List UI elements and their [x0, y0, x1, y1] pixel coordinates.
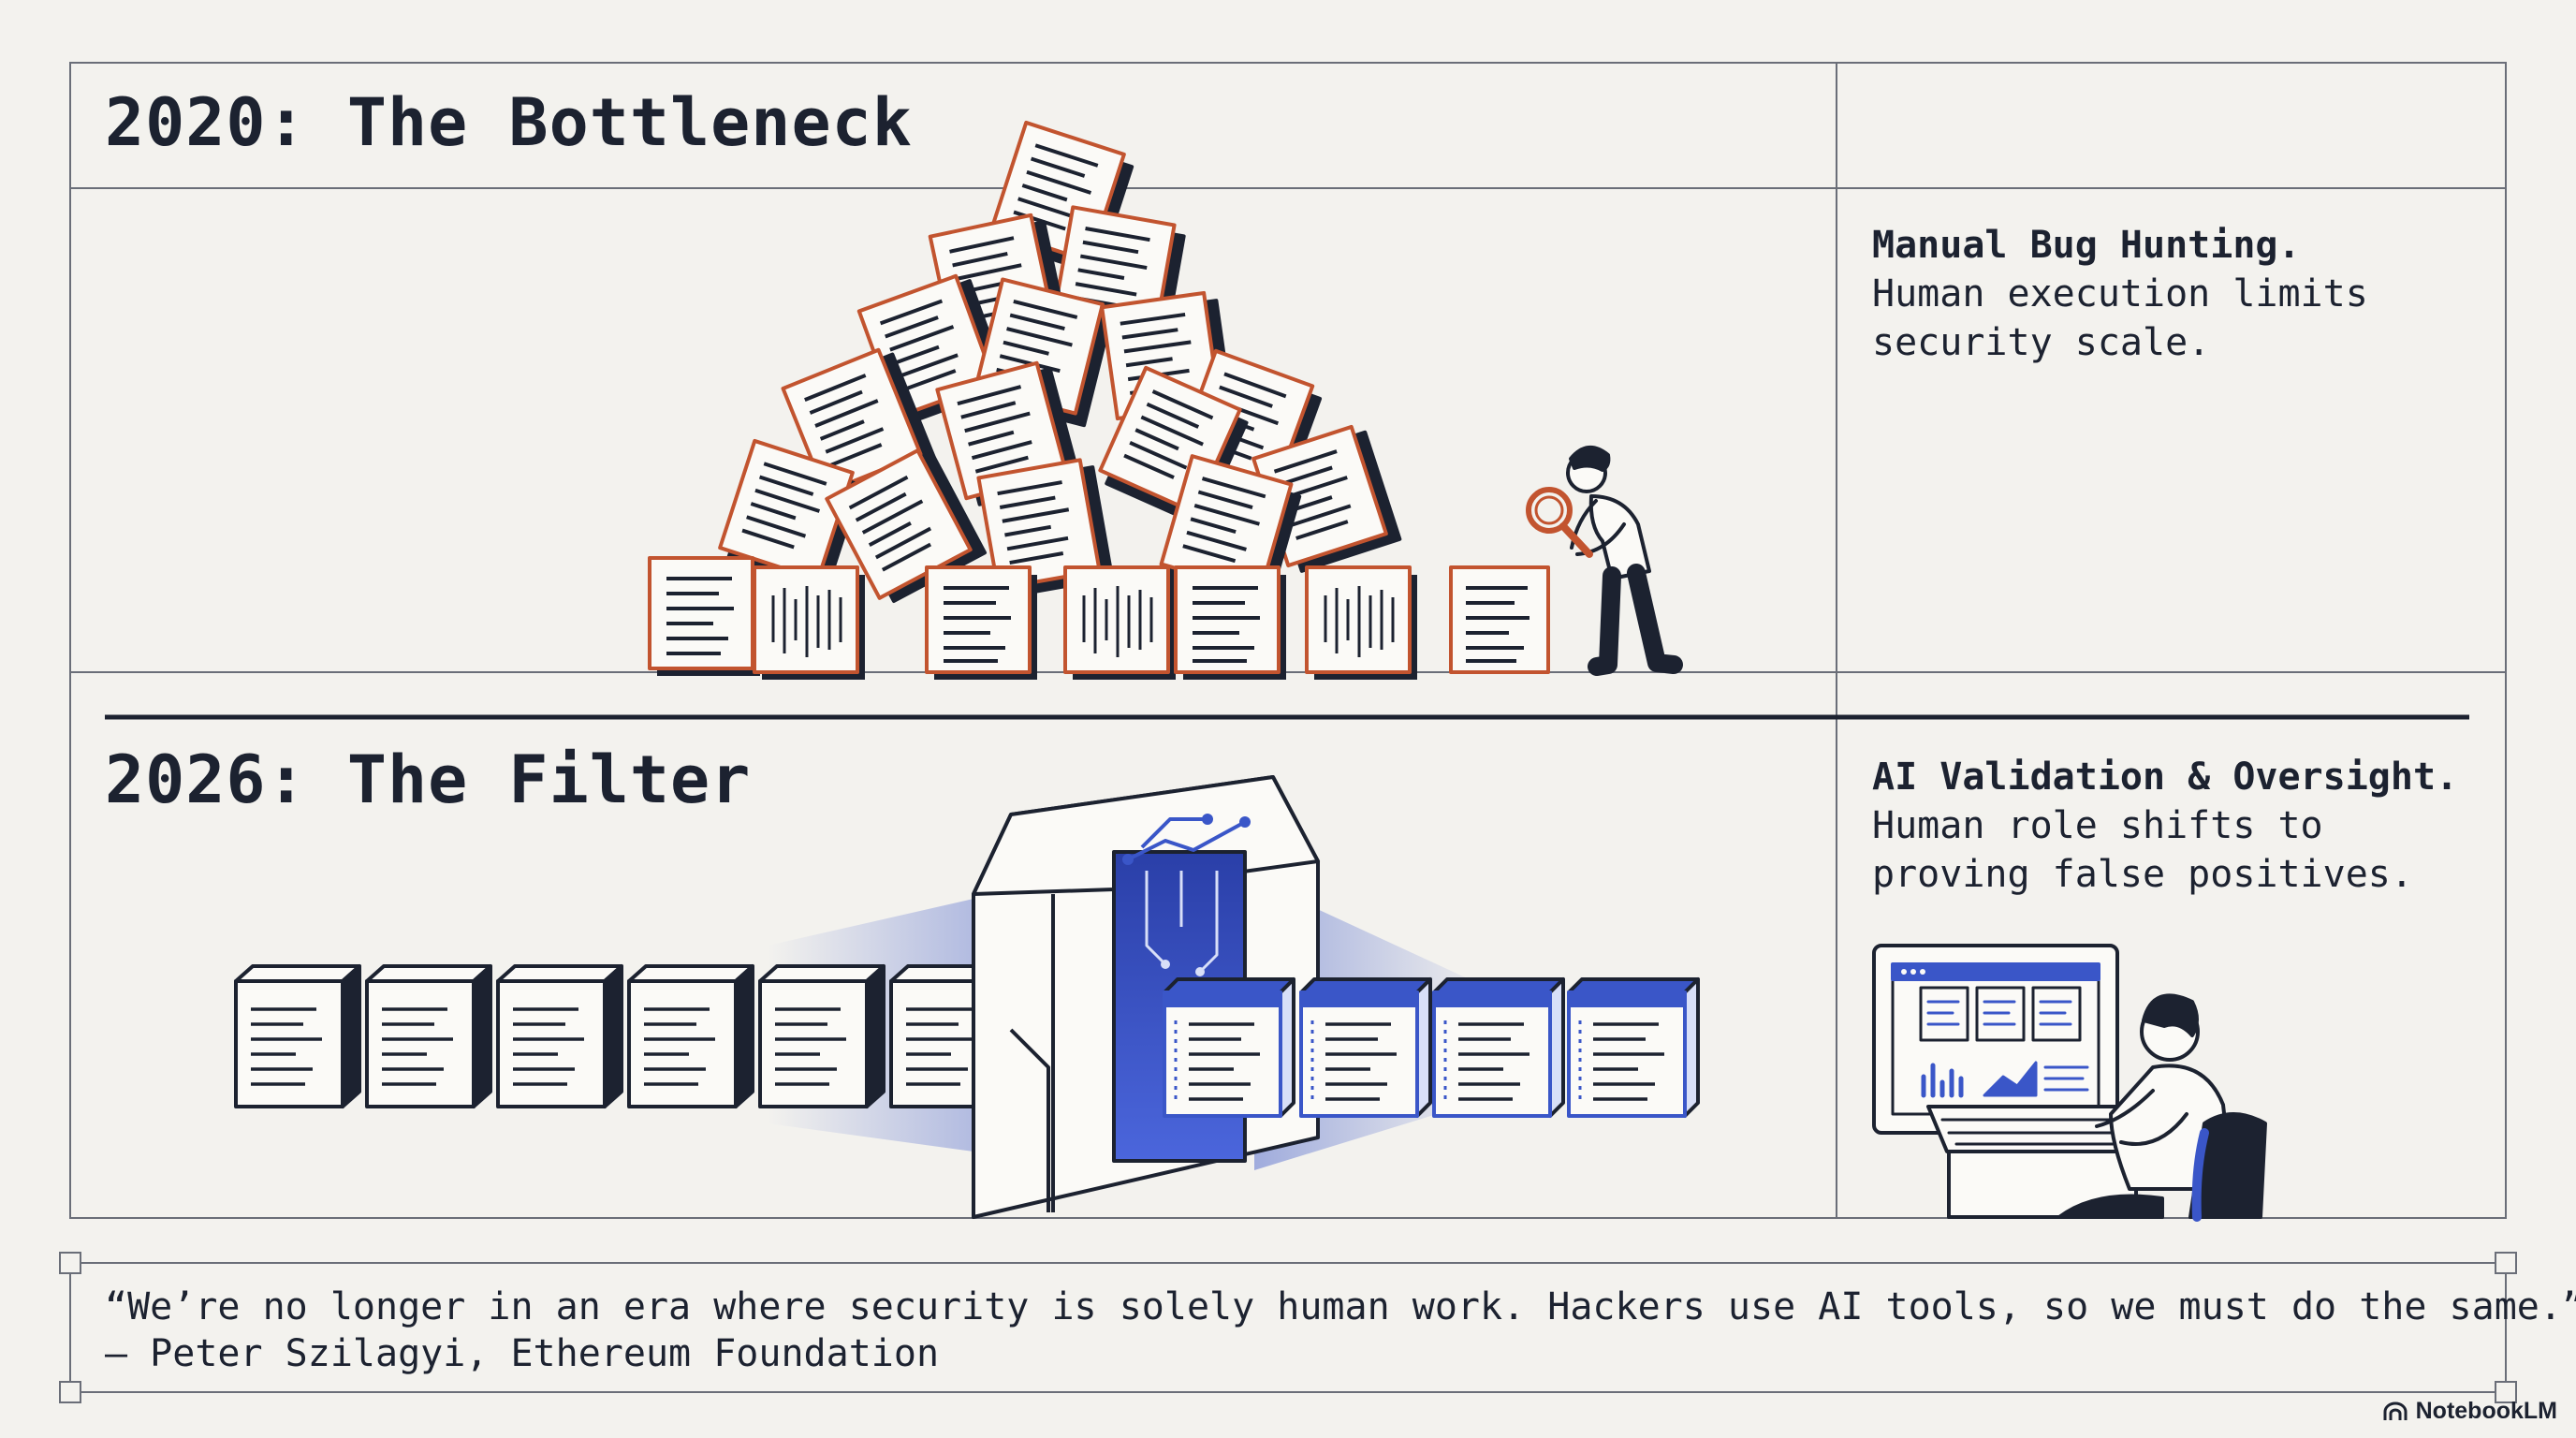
document-pile-illustration — [648, 120, 1550, 680]
inspector-person-illustration — [1526, 446, 1683, 676]
desc-2020-line-1: Human execution limits — [1872, 272, 2368, 315]
desc-2026-line-2: proving false positives. — [1872, 853, 2413, 896]
quote-box — [59, 1252, 2517, 1403]
heading-ai-validation: AI Validation & Oversight. — [1872, 756, 2459, 799]
ai-filter-illustration — [234, 775, 1700, 1219]
desc-2020-line-2: security scale. — [1872, 321, 2211, 364]
title-2020: 2020: The Bottleneck — [105, 84, 913, 161]
notebooklm-logo-icon — [2383, 1401, 2408, 1420]
analyst-at-computer-illustration — [1872, 944, 2267, 1222]
quote-attribution: — Peter Szilagyi, Ethereum Foundation — [105, 1332, 940, 1375]
brand-label: NotebookLM — [2415, 1398, 2557, 1424]
desc-2026-line-1: Human role shifts to — [1872, 804, 2323, 847]
frame-lines — [69, 62, 2507, 1219]
title-2026: 2026: The Filter — [105, 741, 752, 818]
heading-manual-bug-hunting: Manual Bug Hunting. — [1872, 224, 2301, 267]
notebooklm-watermark: NotebookLM — [2382, 1398, 2557, 1425]
quote-text: “We’re no longer in an era where securit… — [105, 1285, 2576, 1328]
